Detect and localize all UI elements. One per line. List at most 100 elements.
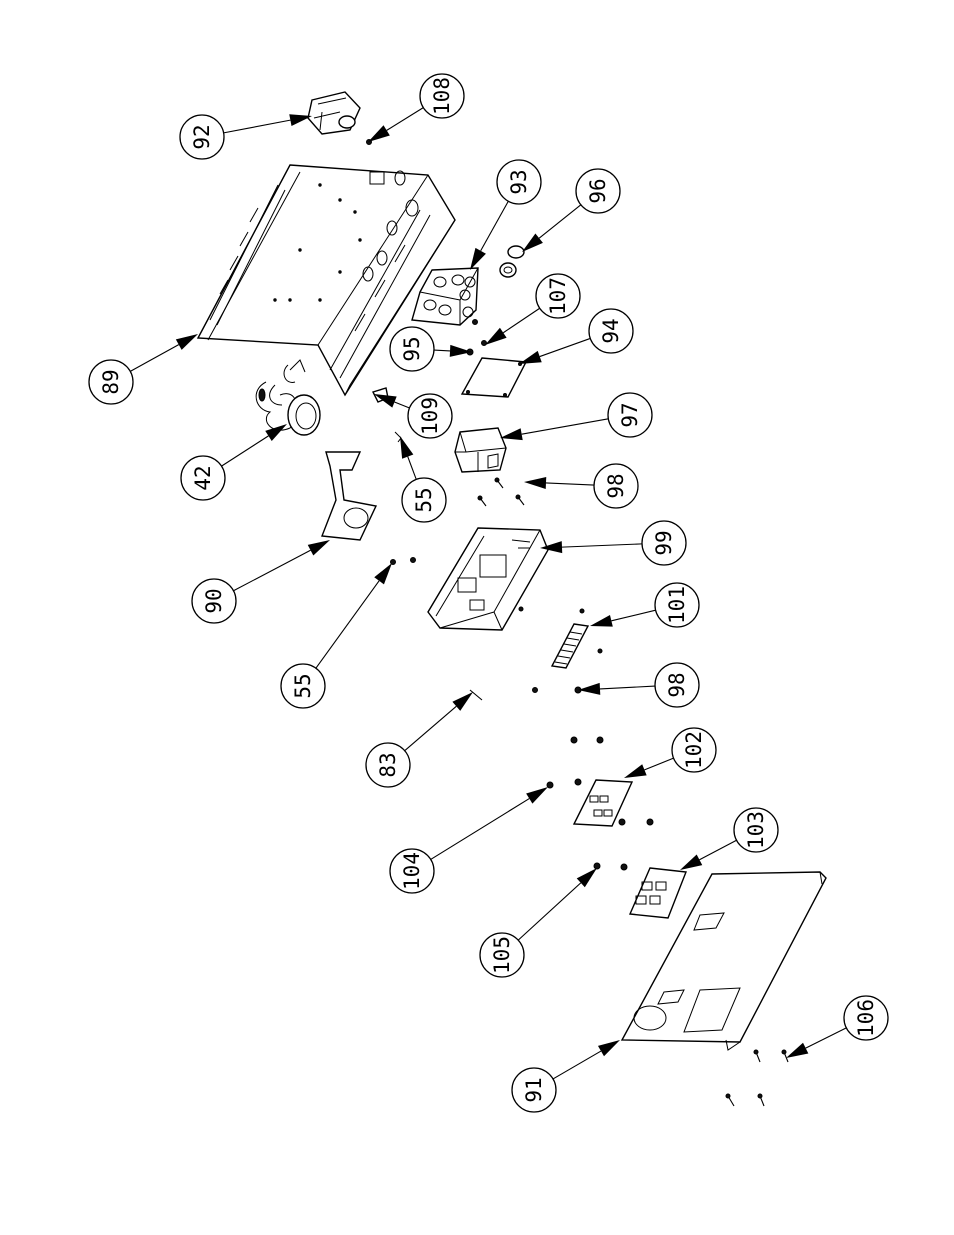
callout-number: 89: [99, 369, 123, 394]
callout-number: 104: [400, 852, 424, 890]
callout-bubble: [479, 932, 525, 978]
callout-bubble: [511, 1067, 557, 1113]
callout-bubble: [389, 326, 435, 372]
arrowhead: [519, 350, 542, 364]
arrowhead: [624, 764, 647, 778]
arrowhead: [449, 344, 472, 357]
leader-line: [315, 580, 380, 669]
leader-line: [521, 418, 609, 435]
part-101-terminal-strip: [550, 623, 603, 669]
callout-bubble: [280, 663, 326, 709]
arrowhead: [526, 787, 548, 804]
callout-number: 94: [599, 318, 623, 343]
callout-bubble: [389, 848, 435, 894]
arrowhead: [786, 1042, 809, 1058]
arrowhead: [470, 247, 486, 270]
arrowhead: [680, 854, 703, 870]
part-98-screws-lower: [532, 686, 604, 744]
callout-bubble: [654, 662, 700, 708]
callout-number: 105: [490, 936, 514, 974]
callout-bubble: [535, 273, 581, 319]
callout-97: 97: [500, 392, 653, 441]
part-106-screws: [725, 1049, 789, 1107]
callout-number: 107: [546, 277, 570, 315]
arrowhead: [374, 563, 392, 585]
leader-line: [644, 757, 674, 771]
callout-98: 98: [578, 662, 700, 708]
callout-bubble: [843, 995, 889, 1041]
callout-bubble: [180, 455, 226, 501]
callout-number: 93: [507, 169, 531, 194]
callout-42: 42: [180, 424, 287, 501]
arrowhead: [307, 540, 330, 556]
callout-number: 55: [291, 673, 315, 698]
part-107-nut: [481, 340, 487, 346]
leader-line: [517, 882, 582, 941]
leader-line: [129, 344, 180, 372]
leader-line: [433, 349, 451, 352]
leader-line: [502, 307, 541, 334]
callout-bubble: [733, 807, 779, 853]
callout-bubble: [654, 582, 700, 628]
callout-bubble: [419, 73, 465, 119]
callout-96: 96: [522, 168, 621, 252]
part-99-control-housing: [427, 527, 585, 631]
callout-bubble: [641, 520, 687, 566]
arrowhead: [500, 428, 523, 441]
part-90-bracket: [321, 451, 378, 541]
leader-line: [538, 204, 582, 239]
callout-number: 96: [586, 178, 610, 203]
callout-number: 90: [202, 588, 226, 613]
callout-number: 98: [604, 473, 628, 498]
callout-number: 91: [522, 1077, 546, 1102]
arrowhead: [289, 114, 312, 127]
part-91-front-panel: [620, 871, 827, 1051]
callout-98: 98: [524, 463, 639, 509]
callout-55: 55: [400, 436, 447, 523]
part-83-screw: [469, 689, 483, 701]
part-96-bushings: [499, 245, 525, 278]
callout-bubble: [575, 168, 621, 214]
callout-bubble: [191, 578, 237, 624]
part-98-screws-upper: [477, 477, 525, 507]
callout-95: 95: [389, 326, 472, 372]
leader-line: [599, 685, 656, 690]
leader-line: [407, 456, 417, 480]
leader-line: [699, 839, 737, 861]
arrowhead: [590, 615, 613, 627]
callout-bubble: [593, 463, 639, 509]
part-42-pump-motor: [255, 359, 321, 436]
leader-line: [480, 200, 509, 252]
leader-line: [611, 609, 656, 622]
callout-103: 103: [680, 807, 779, 870]
leader-line: [430, 798, 530, 860]
callout-91: 91: [511, 1040, 620, 1113]
leader-line: [386, 107, 424, 131]
callout-107: 107: [485, 273, 581, 345]
callout-number: 108: [430, 77, 454, 115]
callout-bubble: [671, 727, 717, 773]
callout-108: 108: [368, 73, 465, 142]
callout-number: 95: [400, 336, 424, 361]
arrowhead: [175, 334, 198, 350]
callout-number: 42: [191, 465, 215, 490]
leader-line: [539, 337, 591, 358]
callout-bubble: [365, 742, 411, 788]
callout-bubble: [496, 159, 542, 205]
callout-89: 89: [88, 334, 198, 405]
part-102-relay-board: [546, 778, 654, 827]
arrowhead: [368, 125, 390, 142]
callout-90: 90: [191, 540, 330, 624]
leader-line: [221, 435, 269, 467]
arrowhead: [522, 233, 543, 252]
part-55-fasteners-lower: [390, 557, 416, 565]
callout-102: 102: [624, 727, 717, 778]
callout-bubble: [88, 359, 134, 405]
arrowhead: [576, 868, 597, 888]
arrowhead: [452, 692, 473, 711]
callout-number: 103: [744, 811, 768, 849]
part-89-chassis-tray: [196, 164, 456, 397]
callout-94: 94: [519, 308, 634, 364]
